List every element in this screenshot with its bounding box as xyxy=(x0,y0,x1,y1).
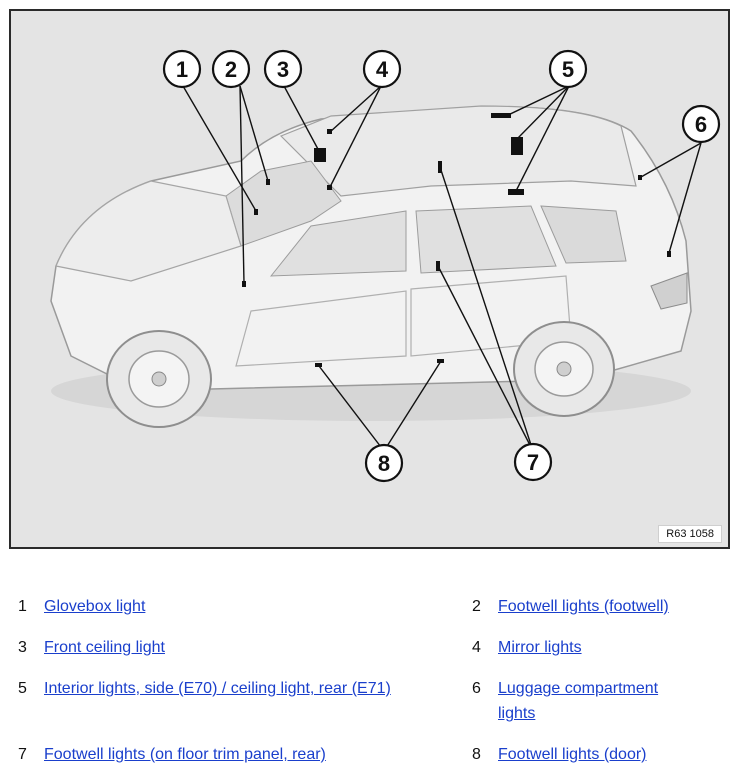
vehicle-diagram: 1 2 3 4 5 6 7 8 R63 1058 xyxy=(9,9,730,549)
legend-link-footwell-lights-door[interactable]: Footwell lights (door) xyxy=(498,746,647,763)
callout-4: 4 xyxy=(362,49,402,89)
legend-number: 1 xyxy=(18,598,27,615)
legend-number: 4 xyxy=(472,639,481,656)
svg-text:1: 1 xyxy=(176,57,188,82)
svg-text:3: 3 xyxy=(277,57,289,82)
legend-link-footwell-lights-floor-trim[interactable]: Footwell lights (on floor trim panel, re… xyxy=(44,746,326,763)
legend-number: 7 xyxy=(18,746,27,763)
rear-side-window xyxy=(540,205,627,264)
svg-text:4: 4 xyxy=(376,57,389,82)
callout-8: 8 xyxy=(364,443,404,483)
rear-wheel xyxy=(513,321,615,417)
legend-link-interior-lights-side[interactable]: Interior lights, side (E70) / ceiling li… xyxy=(44,680,391,697)
car-illustration: 1 2 3 4 5 6 7 8 xyxy=(50,49,721,483)
svg-text:2: 2 xyxy=(225,57,237,82)
legend-link-luggage-compartment-lights[interactable]: Luggage compartment lights xyxy=(498,680,659,722)
svg-text:5: 5 xyxy=(562,57,574,82)
callout-1: 1 xyxy=(162,49,202,89)
legend-number: 8 xyxy=(472,746,481,763)
callout-6: 6 xyxy=(681,104,721,144)
leader-lines xyxy=(182,85,702,452)
legend-link-footwell-lights-footwell[interactable]: Footwell lights (footwell) xyxy=(498,598,669,615)
svg-text:8: 8 xyxy=(378,451,390,476)
legend-link-glovebox-light[interactable]: Glovebox light xyxy=(44,598,146,615)
callout-3: 3 xyxy=(263,49,303,89)
figure-code: R63 1058 xyxy=(658,525,722,543)
car-roof xyxy=(279,105,637,197)
svg-text:7: 7 xyxy=(527,450,539,475)
legend-link-mirror-lights[interactable]: Mirror lights xyxy=(498,639,582,656)
rear-door-window xyxy=(415,205,557,274)
legend-number: 2 xyxy=(472,598,481,615)
legend-number: 3 xyxy=(18,639,27,656)
legend-number: 6 xyxy=(472,680,481,697)
svg-text:6: 6 xyxy=(695,112,707,137)
callout-5: 5 xyxy=(548,49,588,89)
legend-link-front-ceiling-light[interactable]: Front ceiling light xyxy=(44,639,165,656)
legend-number: 5 xyxy=(18,680,27,697)
callout-2: 2 xyxy=(211,49,251,89)
front-wheel xyxy=(106,330,212,428)
front-door-window xyxy=(269,210,407,277)
callout-7: 7 xyxy=(513,442,553,482)
